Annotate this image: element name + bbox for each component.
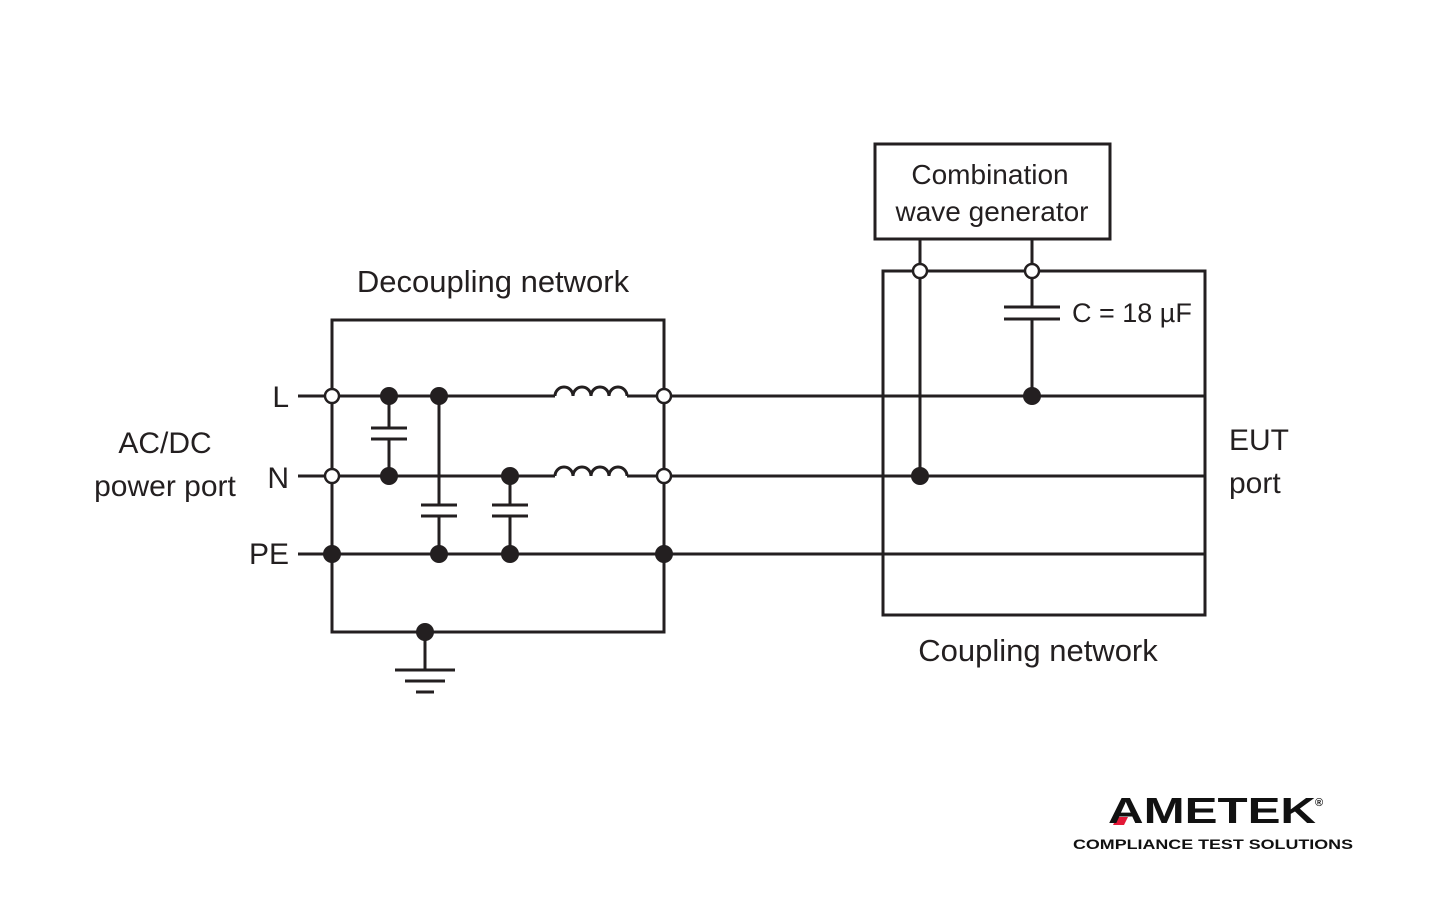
junction-dot	[430, 387, 448, 405]
terminal	[323, 387, 341, 405]
capacitor-value-label: C = 18 µF	[1072, 298, 1192, 328]
line-N-label: N	[267, 462, 289, 495]
ametek-logo: AMETEK ® COMPLIANCE TEST SOLUTIONS	[1073, 790, 1353, 852]
terminal	[323, 467, 341, 485]
junction-dot	[416, 623, 434, 641]
logo-tagline: COMPLIANCE TEST SOLUTIONS	[1073, 837, 1353, 852]
junction-dot	[911, 467, 929, 485]
coupling-capacitor	[1004, 271, 1060, 396]
junction-dot	[323, 545, 341, 563]
line-L-label: L	[272, 381, 289, 414]
terminal	[655, 467, 673, 485]
ac-dc-port-label-line2: power port	[94, 470, 236, 503]
coupling-network-label: Coupling network	[918, 633, 1158, 668]
line-L-wire	[298, 385, 1205, 398]
decoupling-network-label: Decoupling network	[357, 264, 630, 299]
junction-dot	[501, 467, 519, 485]
ground-symbol	[395, 632, 455, 694]
terminal	[1023, 262, 1041, 280]
logo-brand: AMETEK	[1108, 790, 1316, 831]
terminal	[655, 387, 673, 405]
eut-port-label-line1: EUT	[1229, 424, 1289, 457]
eut-port-label-line2: port	[1229, 467, 1281, 500]
junction-dot	[380, 387, 398, 405]
generator-label-line1: Combination	[911, 159, 1068, 190]
junction-dot	[1023, 387, 1041, 405]
line-N-wire	[298, 465, 1205, 478]
terminal	[911, 262, 929, 280]
logo-accent-mark	[1113, 817, 1128, 825]
generator-box	[873, 142, 1112, 241]
junction-dot	[380, 467, 398, 485]
logo-registered: ®	[1315, 797, 1323, 809]
junction-dot	[501, 545, 519, 563]
junction-dot	[655, 545, 673, 563]
generator-label-line2: wave generator	[894, 196, 1088, 227]
line-PE-label: PE	[249, 538, 289, 571]
capacitor-L-N	[371, 396, 407, 476]
capacitor-N-PE	[492, 476, 528, 554]
ac-dc-port-label-line1: AC/DC	[118, 427, 211, 460]
junction-dot	[430, 545, 448, 563]
